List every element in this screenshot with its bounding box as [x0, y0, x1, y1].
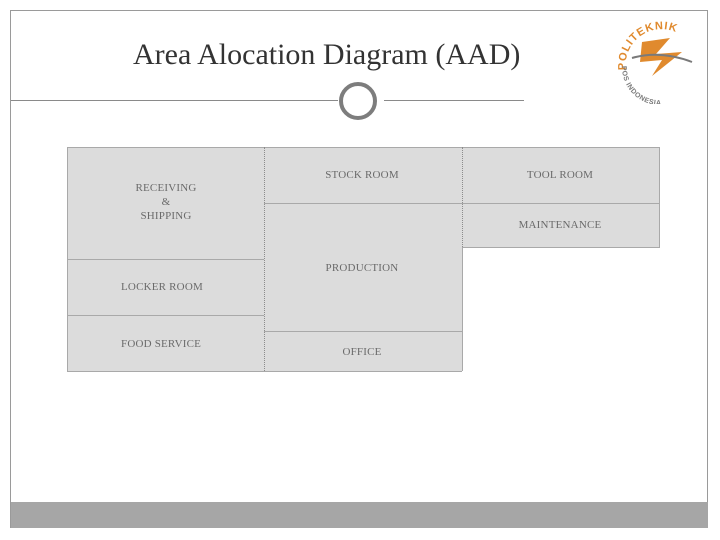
lightning-icon — [640, 38, 682, 76]
shipping-label: SHIPPING — [140, 210, 192, 222]
middle-right-divider — [462, 147, 463, 247]
stock-room-bottom-divider — [264, 203, 462, 204]
area-receiving-shipping: RECEIVING & SHIPPING — [67, 147, 264, 259]
area-production: PRODUCTION — [264, 203, 462, 331]
tool-room-label: TOOL ROOM — [526, 169, 594, 181]
receiving-bottom-divider — [67, 259, 264, 260]
maintenance-bottom-edge — [462, 247, 660, 248]
maintenance-label: MAINTENANCE — [518, 219, 602, 231]
food-service-label: FOOD SERVICE — [121, 338, 202, 350]
production-right-edge — [462, 247, 463, 371]
header-rule-right — [384, 100, 524, 101]
diagram-right-edge — [659, 147, 660, 247]
stock-room-label: STOCK ROOM — [325, 169, 399, 181]
header-rule-left — [11, 100, 338, 101]
header-ring-ornament — [339, 82, 377, 120]
tool-room-bottom-divider — [462, 203, 659, 204]
area-tool-room: TOOL ROOM — [462, 147, 659, 203]
area-office: OFFICE — [264, 331, 462, 371]
area-locker-room: LOCKER ROOM — [67, 259, 264, 315]
area-stock-room: STOCK ROOM — [264, 147, 462, 203]
receiving-label: RECEIVING — [135, 182, 197, 194]
office-label: OFFICE — [342, 346, 382, 358]
area-maintenance: MAINTENANCE — [462, 203, 659, 247]
diagram-bottom-edge — [67, 371, 462, 372]
politeknik-pos-indonesia-logo: POLITEKNIK POS INDONESIA — [617, 20, 693, 104]
production-bottom-divider — [264, 331, 462, 332]
area-food-service: FOOD SERVICE — [67, 315, 264, 371]
ampersand-label: & — [161, 196, 171, 208]
diagram-top-edge — [67, 147, 659, 148]
left-middle-divider — [264, 147, 265, 371]
slide-title: Area Alocation Diagram (AAD) — [133, 38, 521, 71]
production-label: PRODUCTION — [325, 262, 399, 274]
locker-bottom-divider — [67, 315, 264, 316]
footer-bar — [11, 502, 708, 528]
locker-room-label: LOCKER ROOM — [121, 281, 203, 293]
